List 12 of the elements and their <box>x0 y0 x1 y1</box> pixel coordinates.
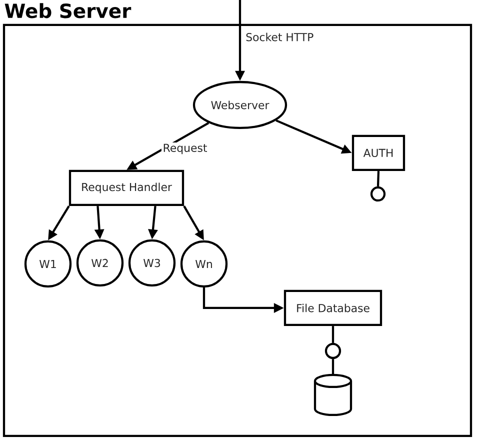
edge-label: Request <box>161 142 209 156</box>
interface-circle <box>370 186 386 202</box>
connector-line <box>376 171 380 186</box>
connector-line <box>332 359 334 375</box>
edge-label: Socket HTTP <box>244 31 315 43</box>
connector-line <box>332 326 334 343</box>
process-box: Request Handler <box>68 170 184 206</box>
interface-circle <box>324 342 342 360</box>
database-cylinder <box>314 374 352 416</box>
process-box: AUTH <box>352 134 406 172</box>
frame-heading: Web Server <box>4 3 132 18</box>
process-box: File Database <box>284 290 382 326</box>
